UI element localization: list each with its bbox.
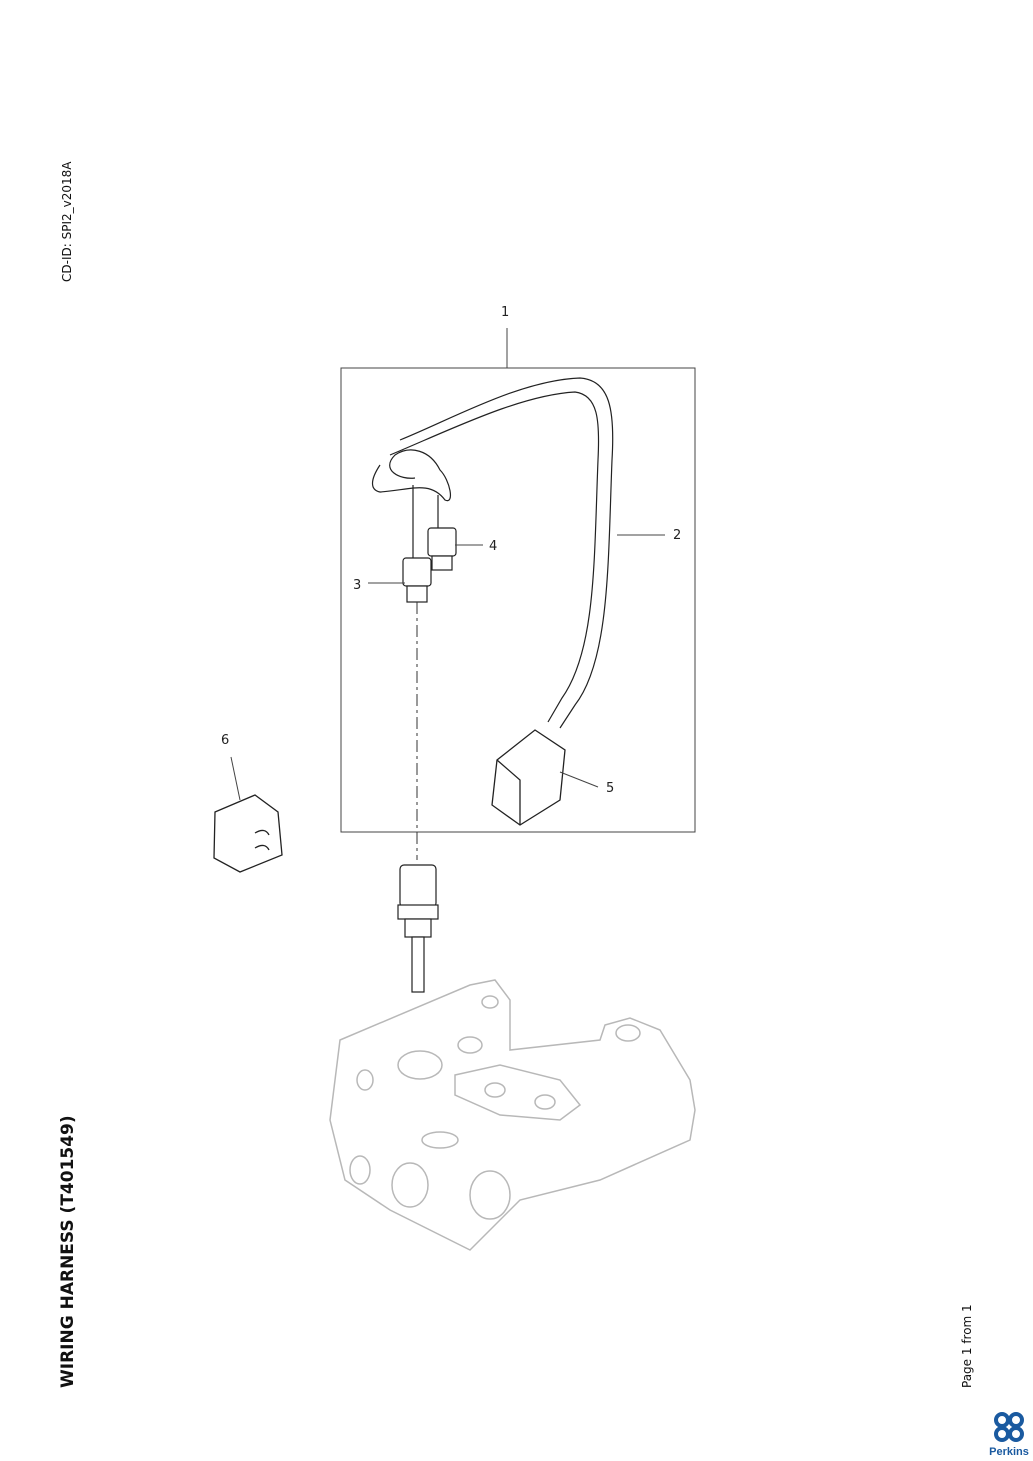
harness-cable bbox=[371, 377, 614, 729]
connector-cap-6 bbox=[213, 794, 283, 873]
callout-4: 4 bbox=[489, 539, 497, 554]
brand-name: Perkins bbox=[989, 1446, 1029, 1458]
callout-3: 3 bbox=[353, 578, 361, 593]
callout-1: 1 bbox=[501, 305, 509, 320]
perkins-logo: Perkins bbox=[988, 1410, 1030, 1458]
engine-housing bbox=[329, 979, 696, 1251]
connector-5 bbox=[491, 729, 566, 826]
callout-2: 2 bbox=[673, 528, 681, 543]
kit-frame bbox=[340, 367, 696, 833]
temperature-sensor bbox=[397, 864, 439, 993]
callout-5: 5 bbox=[606, 781, 614, 796]
callout-6: 6 bbox=[221, 733, 229, 748]
connector-3 bbox=[402, 557, 432, 603]
perkins-emblem-icon bbox=[994, 1412, 1024, 1442]
connector-4 bbox=[427, 527, 457, 571]
